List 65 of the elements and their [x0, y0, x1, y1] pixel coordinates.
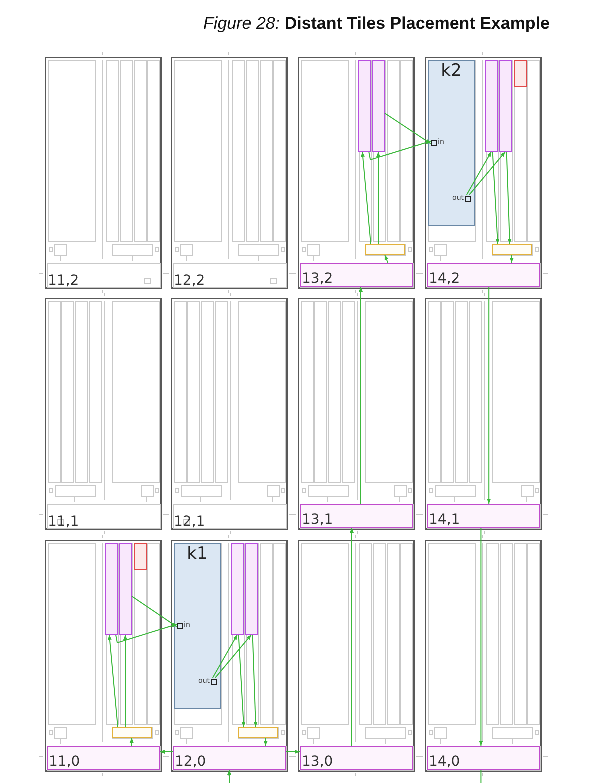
highlighted-column — [231, 543, 244, 635]
highlighted-routing-bar — [47, 746, 160, 770]
tile-coordinate-label: 11,0 — [49, 755, 80, 769]
routing-arrow — [124, 634, 128, 728]
tile-coordinate-label: 12,0 — [175, 755, 206, 769]
highlighted-port-box — [365, 244, 405, 255]
highlighted-routing-bar — [300, 746, 413, 770]
routing-arrow — [286, 750, 300, 754]
routing-arrow — [384, 112, 432, 144]
routing-arrow — [160, 750, 174, 754]
routing-arrow — [492, 152, 500, 244]
kernel-block — [174, 543, 221, 709]
routing-arrow — [469, 152, 506, 196]
routing-arrow — [487, 286, 492, 504]
tile-coordinate-label: 13,1 — [302, 513, 334, 527]
routing-arrow — [466, 152, 492, 196]
highlighted-routing-bar — [300, 263, 413, 287]
highlighted-column — [499, 60, 512, 152]
routing-line — [480, 770, 482, 784]
highlighted-column — [485, 60, 498, 152]
highlighted-port-box — [112, 727, 152, 738]
tile-coordinate-label: 14,2 — [429, 272, 460, 286]
tile-coordinate-label: 11,1 — [48, 515, 80, 529]
highlighted-column — [358, 60, 371, 152]
routing-arrow — [238, 634, 246, 728]
kernel-block — [428, 60, 475, 226]
figure-title: Figure 28: Distant Tiles Placement Example — [204, 14, 550, 34]
routing-arrow — [359, 286, 363, 504]
highlighted-column — [119, 543, 132, 635]
routing-arrow — [215, 634, 252, 678]
routing-arrow — [212, 634, 238, 678]
tile-coordinate-label: 13,0 — [302, 755, 334, 769]
highlighted-column — [105, 543, 118, 635]
highlighted-routing-bar — [427, 504, 540, 528]
tile-coordinate-label: 12,2 — [174, 274, 206, 288]
routing-arrow — [376, 152, 381, 244]
routing-arrow — [384, 254, 389, 264]
routing-arrow — [361, 152, 372, 244]
highlighted-port-box — [492, 244, 532, 255]
routing-arrow — [108, 634, 118, 728]
routing-arrow — [116, 624, 178, 644]
highlighted-routing-bar — [173, 746, 286, 770]
highlighted-port-box — [238, 727, 278, 738]
routing-arrow — [228, 770, 232, 784]
routing-arrow — [350, 528, 354, 746]
routing-arrow — [264, 738, 268, 746]
highlighted-column — [372, 60, 385, 152]
routing-arrow — [130, 738, 134, 746]
highlighted-routing-bar — [427, 263, 540, 287]
routing-arrow — [132, 596, 178, 628]
kernel-label: k1 — [187, 545, 208, 563]
routing-arrow — [479, 528, 484, 746]
kernel-label: k2 — [441, 62, 462, 80]
tile-coordinate-label: 12,1 — [174, 515, 206, 529]
tile-coordinate-label: 13,2 — [302, 272, 334, 286]
tile-coordinate-label: 14,1 — [429, 513, 460, 527]
highlighted-routing-bar — [300, 504, 413, 528]
highlighted-column — [245, 543, 258, 635]
routing-arrow — [510, 254, 514, 264]
tile-coordinate-label: 11,2 — [48, 274, 80, 288]
routing-arrow — [368, 140, 432, 161]
routing-arrow — [252, 634, 258, 728]
highlighted-routing-bar — [427, 746, 540, 770]
tile-coordinate-label: 14,0 — [429, 755, 460, 769]
routing-arrow — [506, 152, 512, 244]
